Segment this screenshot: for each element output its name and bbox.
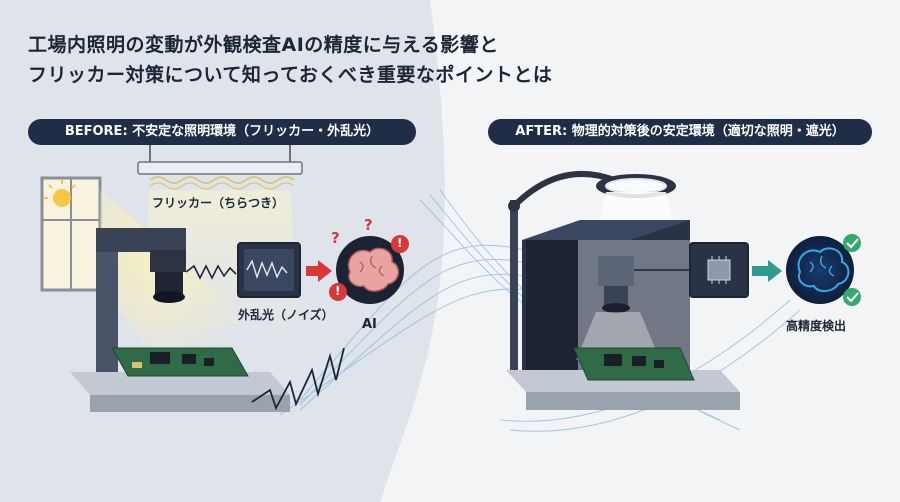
noise-label: 外乱光（ノイズ） (238, 308, 334, 322)
noise-zigzag (251, 347, 345, 411)
brain-after (786, 236, 854, 304)
red-arrow (306, 260, 332, 282)
alert-icon-1 (391, 235, 409, 253)
alert-mark-2: ! (335, 284, 341, 298)
title-line-2: フリッカー対策について知っておくべき重要なポイントとは (28, 64, 553, 86)
after-header: AFTER: 物理的対策後の安定環境（適切な照明・遮光） (488, 119, 872, 145)
noise-signal-box (237, 242, 301, 298)
flicker-label: フリッカー（ちらつき） (152, 196, 285, 210)
check-icon-1 (843, 234, 861, 252)
teal-arrow (752, 260, 782, 282)
noise-wave (185, 264, 237, 280)
camera-stand-before (70, 228, 290, 412)
flicker-light (137, 140, 303, 190)
alert-icon-2 (329, 283, 347, 301)
brain-before (336, 236, 404, 304)
alert-mark-1: ! (397, 236, 403, 250)
question-mark-1: ? (331, 229, 340, 247)
pcb-before (111, 347, 249, 377)
title-line-1: 工場内照明の変動が外観検査AIの精度に与える影響と (28, 34, 499, 56)
window (40, 176, 102, 292)
check-icon-2 (843, 288, 861, 306)
sun-icon (53, 189, 71, 207)
pcb-after (573, 347, 695, 381)
result-label: 高精度検出 (786, 319, 847, 333)
before-header: BEFORE: 不安定な照明環境（フリッカー・外乱光） (28, 119, 416, 145)
processor-box (634, 242, 749, 298)
ai-label: AI (362, 317, 377, 332)
question-mark-2: ? (364, 216, 373, 234)
